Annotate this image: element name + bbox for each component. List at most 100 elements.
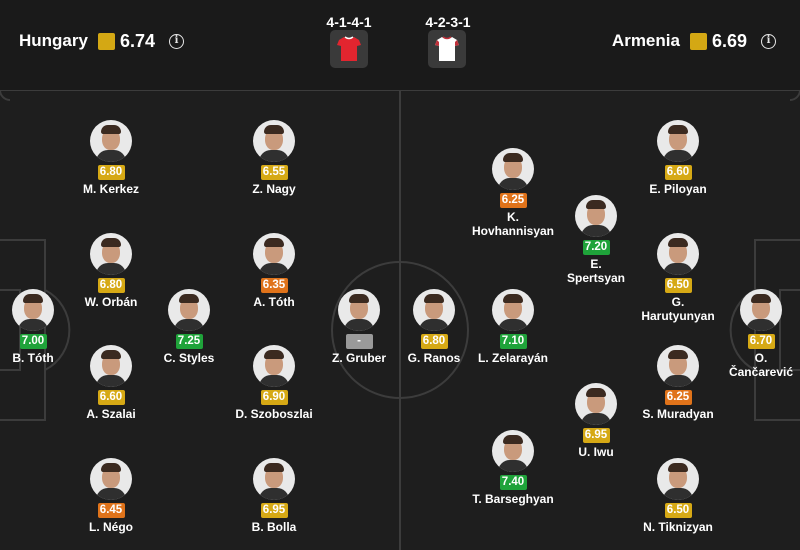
player-rating-badge: 6.80 [97,165,125,180]
player-name: B. Tóth [12,351,54,365]
player-rating-badge: 6.25 [499,193,527,208]
team-rating-square [689,32,707,50]
player-card[interactable]: 7.40 T. Barseghyan [453,430,573,506]
player-avatar [338,289,380,331]
player-card[interactable]: 6.25 S. Muradyan [618,345,738,421]
player-avatar [575,195,617,237]
player-name: E. Piloyan [649,182,707,196]
away-team-name: Armenia [611,31,680,50]
player-rating-badge: 6.55 [260,165,288,180]
player-avatar [168,289,210,331]
player-name: A. Tóth [253,295,295,309]
player-card[interactable]: 6.80 G. Ranos [374,289,494,365]
player-rating-badge: 7.20 [582,240,610,255]
info-icon[interactable]: i [169,33,185,49]
player-card[interactable]: 6.60 A. Szalai [51,345,171,421]
player-avatar [657,345,699,387]
match-header: Hungary 6.74 i 4-1-4-1 4-2-3-1 Armenia 6… [0,0,800,90]
player-avatar [90,345,132,387]
player-avatar [492,430,534,472]
away-formation: 4-2-3-1 [425,14,471,30]
player-rating-badge: 6.95 [582,428,610,443]
player-avatar [740,289,782,331]
player-card[interactable]: 7.20 E. Spertsyan [536,195,656,285]
player-card[interactable]: 6.50 N. Tiknizyan [618,458,738,534]
player-name: T. Barseghyan [472,492,554,506]
player-rating-badge: 6.25 [664,390,692,405]
home-kit-icon [330,30,368,68]
home-formation: 4-1-4-1 [326,14,372,30]
player-name: W. Orbán [84,295,138,309]
home-team-summary: Hungary 6.74 i [19,29,185,53]
home-team-rating: 6.74 [119,30,156,51]
player-avatar [12,289,54,331]
player-avatar [90,458,132,500]
player-card[interactable]: 6.80 W. Orbán [51,233,171,309]
player-name: Z. Nagy [252,182,296,196]
player-avatar [657,120,699,162]
player-card[interactable]: 6.35 A. Tóth [214,233,334,309]
player-avatar [575,383,617,425]
player-avatar [492,148,534,190]
player-rating-badge: 6.80 [420,334,448,349]
player-card[interactable]: 6.60 E. Piloyan [618,120,738,196]
player-avatar [253,233,295,275]
player-avatar [492,289,534,331]
away-team-rating: 6.69 [711,30,747,51]
player-avatar [657,233,699,275]
player-rating-badge: 6.50 [664,503,692,518]
player-card[interactable]: 7.10 L. Zelarayán [453,289,573,365]
player-card[interactable]: 6.55 Z. Nagy [214,120,334,196]
player-name: K. Hovhannisyan [471,210,555,238]
player-name: U. Iwu [578,445,614,459]
player-name: G. Harutyunyan [641,295,715,323]
player-rating-badge: 6.60 [664,165,692,180]
player-name: S. Muradyan [642,407,714,421]
player-card[interactable]: 7.00 B. Tóth [0,289,93,365]
player-avatar [90,233,132,275]
player-card[interactable]: 6.80 M. Kerkez [51,120,171,196]
player-rating-badge: - [345,334,373,349]
player-name: A. Szalai [86,407,136,421]
player-avatar [657,458,699,500]
away-kit-icon [428,30,466,68]
team-rating-square [97,32,115,50]
player-card[interactable]: - Z. Gruber [299,289,419,365]
info-icon[interactable]: i [761,33,776,49]
player-rating-badge: 6.45 [97,503,125,518]
player-rating-badge: 6.95 [260,503,288,518]
player-rating-badge: 7.25 [175,334,203,349]
player-avatar [90,120,132,162]
lineup-pitch: 6.80 M. Kerkez 6.55 Z. Nagy 6.80 W. Orbá… [0,90,800,550]
player-rating-badge: 7.00 [19,334,47,349]
player-card[interactable]: 6.95 B. Bolla [214,458,334,534]
player-name: N. Tiknizyan [643,520,713,534]
player-card[interactable]: 6.25 K. Hovhannisyan [453,148,573,238]
player-rating-badge: 6.70 [747,334,775,349]
player-avatar [253,120,295,162]
player-card[interactable]: 7.25 C. Styles [129,289,249,365]
player-name: Z. Gruber [331,351,386,365]
player-name: L. Négo [89,520,133,534]
player-name: L. Zelarayán [477,351,549,365]
home-team-name: Hungary [19,31,88,50]
player-rating-badge: 7.40 [499,475,527,490]
player-name: M. Kerkez [82,182,140,196]
player-name: G. Ranos [407,351,461,365]
player-rating-badge: 6.60 [97,390,125,405]
player-name: O. Čančarević [728,351,794,379]
player-rating-badge: 6.80 [97,278,125,293]
away-team-summary: Armenia 6.69 i [612,29,776,53]
player-rating-badge: 6.90 [260,390,288,405]
player-card[interactable]: 6.50 G. Harutyunyan [618,233,738,323]
player-rating-badge: 6.50 [664,278,692,293]
player-card[interactable]: 6.95 U. Iwu [536,383,656,459]
player-card[interactable]: 6.45 L. Négo [51,458,171,534]
player-rating-badge: 6.35 [260,278,288,293]
player-avatar [253,345,295,387]
player-avatar [253,458,295,500]
player-name: C. Styles [163,351,215,365]
player-name: E. Spertsyan [566,257,626,285]
player-card[interactable]: 6.70 O. Čančarević [701,289,800,379]
player-card[interactable]: 6.90 D. Szoboszlai [214,345,334,421]
